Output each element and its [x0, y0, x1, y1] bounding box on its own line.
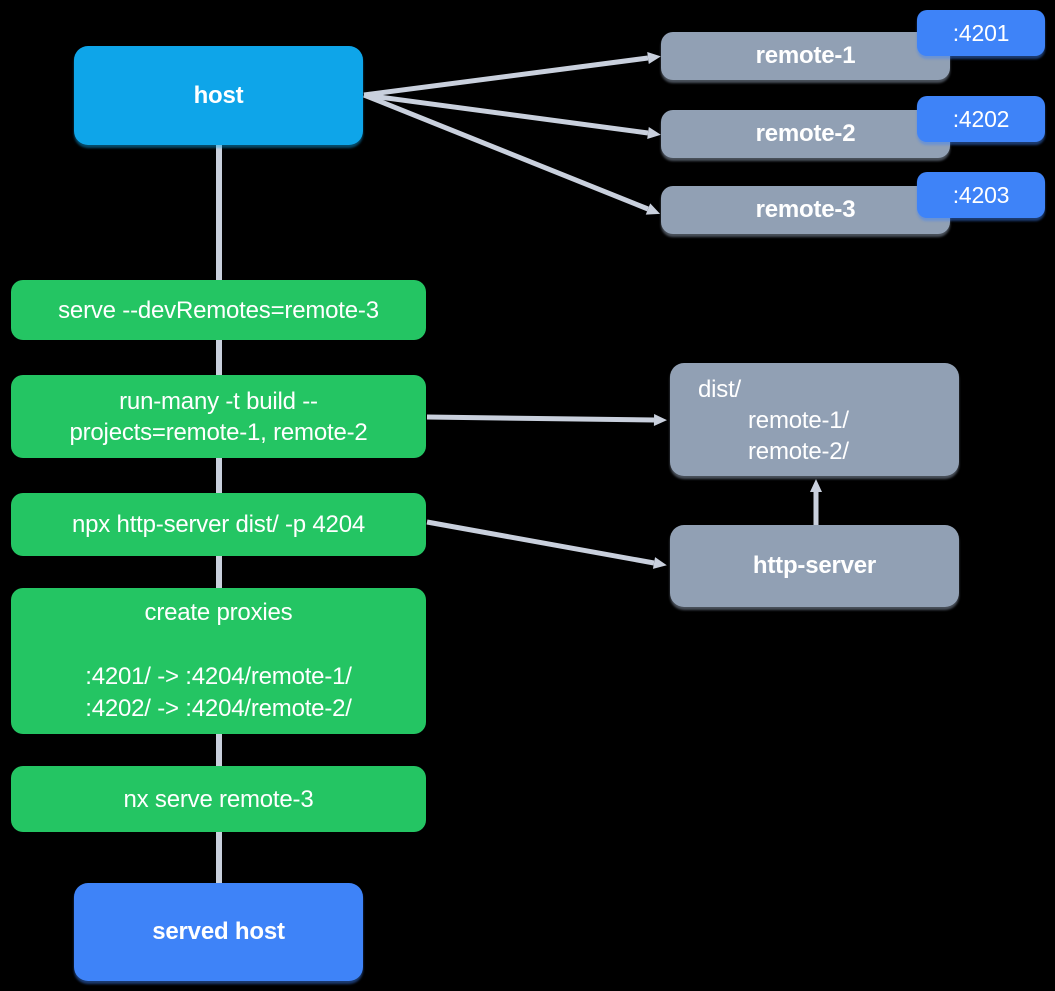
edge-host-remote-1	[363, 52, 661, 98]
edge-host-remote-3	[363, 92, 661, 215]
port-badge-4202: :4202	[917, 96, 1045, 142]
node-remote-1: remote-1	[661, 32, 950, 80]
proxy-rule-4202: :4202/ -> :4204/remote-2/	[85, 695, 352, 722]
step-create-proxies: create proxies :4201/ -> :4204/remote-1/…	[11, 588, 426, 734]
proxy-rule-4201: :4201/ -> :4204/remote-1/	[85, 663, 352, 690]
create-proxies-title: create proxies	[144, 599, 293, 626]
dist-folder-remote-2: remote-2/	[748, 438, 849, 465]
step-npx-http-server: npx http-server dist/ -p 4204	[11, 493, 426, 556]
host-label: host	[193, 81, 244, 109]
step-run-many-build-line-1: run-many -t build --	[119, 387, 318, 415]
step-run-many-build-line-2: projects=remote-1, remote-2	[69, 418, 368, 446]
port-4201-label: :4201	[952, 19, 1010, 46]
dist-folder-remote-1: remote-1/	[748, 407, 849, 434]
step-nx-serve-remote-3-text: nx serve remote-3	[123, 785, 314, 813]
edge-npx-http-server	[426, 519, 667, 569]
step-serve-dev-remotes-text: serve --devRemotes=remote-3	[58, 296, 379, 324]
step-run-many-build: run-many -t build -- projects=remote-1, …	[11, 375, 426, 458]
port-badge-4203: :4203	[917, 172, 1045, 218]
http-server-label: http-server	[752, 552, 877, 579]
remote-2-label: remote-2	[755, 120, 856, 147]
port-badge-4201: :4201	[917, 10, 1045, 56]
remote-3-label: remote-3	[755, 196, 856, 223]
port-4202-label: :4202	[952, 105, 1010, 132]
node-served-host: served host	[74, 883, 363, 981]
node-http-server: http-server	[670, 525, 959, 607]
edge-host-remote-2	[363, 92, 661, 139]
dist-folder-root: dist/	[698, 376, 742, 403]
node-remote-3: remote-3	[661, 186, 950, 234]
node-host: host	[74, 46, 363, 145]
port-4203-label: :4203	[952, 181, 1010, 208]
node-dist-folder: dist/ remote-1/ remote-2/	[670, 363, 959, 476]
step-npx-http-server-text: npx http-server dist/ -p 4204	[71, 511, 366, 538]
step-serve-dev-remotes: serve --devRemotes=remote-3	[11, 280, 426, 340]
node-remote-2: remote-2	[661, 110, 950, 158]
step-nx-serve-remote-3: nx serve remote-3	[11, 766, 426, 832]
remote-1-label: remote-1	[755, 42, 856, 69]
served-host-label: served host	[152, 918, 285, 945]
edge-run-many-dist	[426, 414, 667, 426]
